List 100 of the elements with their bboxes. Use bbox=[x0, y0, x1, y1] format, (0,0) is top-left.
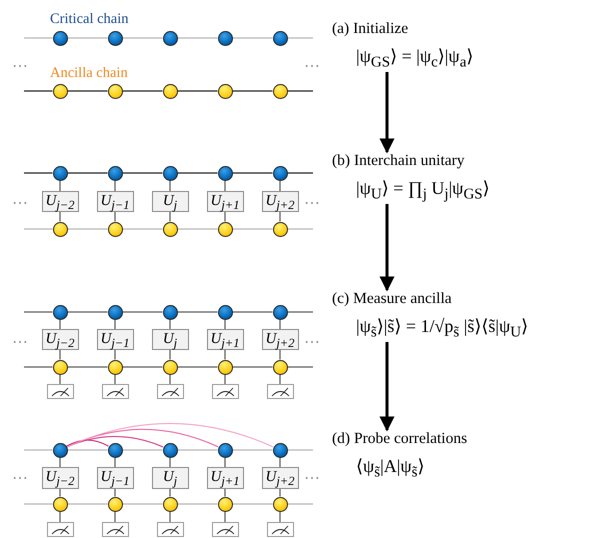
critical-site bbox=[218, 30, 232, 46]
ellipsis: ⋯ bbox=[12, 333, 28, 352]
arrow bbox=[380, 342, 394, 432]
chain-line bbox=[177, 228, 218, 230]
measurement-meter-icon bbox=[156, 384, 184, 399]
critical-site bbox=[52, 304, 68, 320]
unitary-gate: U$_{j+1}$ bbox=[206, 329, 244, 350]
critical-site bbox=[272, 166, 288, 180]
unitary-gate: U$_{j+1}$ bbox=[206, 467, 244, 489]
ancilla-site bbox=[218, 496, 232, 512]
chain-line bbox=[177, 172, 218, 174]
chain-line bbox=[122, 90, 163, 92]
ancilla-site bbox=[162, 84, 178, 98]
connector-line bbox=[114, 350, 116, 360]
measurement-meter-icon bbox=[46, 522, 74, 537]
unitary-gate: U$_{j}$ bbox=[152, 467, 188, 489]
connector-line bbox=[224, 319, 226, 330]
correlation-arc bbox=[66, 440, 110, 447]
ancilla-site bbox=[52, 496, 68, 512]
correlation-arc bbox=[66, 422, 274, 448]
ancilla-site bbox=[52, 222, 68, 236]
formula: |ψ$_{GS}$⟩ = |ψ$_{c}$⟩|ψ$_{a}$⟩ bbox=[356, 46, 474, 72]
ancilla-site bbox=[162, 222, 178, 236]
chain-line bbox=[177, 90, 218, 92]
measurement-meter-icon bbox=[102, 384, 128, 399]
unitary-gate: U$_{j−2}$ bbox=[42, 191, 78, 212]
formula: ⟨ψ$_{s̃}$|A|ψ$_{s̃}$⟩ bbox=[356, 456, 424, 482]
critical-site bbox=[272, 442, 288, 458]
ellipsis: ⋯ bbox=[12, 57, 28, 76]
unitary-gate: U$_{j}$ bbox=[152, 329, 188, 350]
measurement-meter-icon bbox=[46, 384, 74, 399]
critical-site bbox=[162, 30, 178, 46]
connector-line bbox=[114, 511, 116, 522]
critical-site bbox=[108, 166, 122, 180]
critical-site bbox=[272, 30, 288, 46]
connector-line bbox=[114, 457, 116, 468]
panel-heading: (a) Initialize bbox=[332, 20, 410, 38]
chain-line bbox=[67, 366, 108, 368]
connector-line bbox=[114, 374, 116, 384]
unitary-gate: U$_{j+2}$ bbox=[262, 329, 298, 350]
ellipsis: ⋯ bbox=[12, 469, 28, 488]
ancilla-site bbox=[272, 84, 288, 98]
ancilla-site bbox=[108, 360, 122, 374]
unitary-gate: U$_{j+1}$ bbox=[206, 191, 244, 212]
critical-site bbox=[162, 442, 178, 458]
connector-line bbox=[224, 488, 226, 497]
chain-line bbox=[232, 366, 273, 368]
arrow bbox=[380, 204, 394, 292]
ancilla-site bbox=[108, 84, 122, 98]
ancilla-site bbox=[52, 360, 68, 374]
chain-label: Ancilla chain bbox=[50, 65, 128, 82]
critical-site bbox=[162, 166, 178, 180]
panel-heading: (d) Probe correlations bbox=[332, 430, 468, 448]
measurement-meter-icon bbox=[212, 384, 238, 399]
critical-site bbox=[218, 304, 232, 320]
panel-heading: (c) Measure ancilla bbox=[332, 290, 453, 308]
connector-line bbox=[224, 457, 226, 468]
chain-line bbox=[122, 366, 163, 368]
unitary-gate: U$_{j−1}$ bbox=[96, 329, 134, 350]
ancilla-site bbox=[108, 496, 122, 512]
ancilla-site bbox=[272, 360, 288, 374]
chain-line bbox=[232, 228, 273, 230]
panel-heading: (b) Interchain unitary bbox=[332, 152, 466, 170]
unitary-gate: U$_{j−1}$ bbox=[96, 467, 134, 489]
measurement-meter-icon bbox=[102, 522, 128, 537]
ellipsis: ⋯ bbox=[12, 194, 28, 213]
critical-site bbox=[52, 442, 68, 458]
critical-site bbox=[218, 442, 232, 458]
critical-site bbox=[52, 30, 68, 46]
ellipsis: ⋯ bbox=[304, 194, 320, 213]
chain-line bbox=[122, 172, 163, 174]
connector-line bbox=[114, 488, 116, 497]
ancilla-site bbox=[218, 360, 232, 374]
measurement-meter-icon bbox=[266, 522, 294, 537]
chain-line bbox=[232, 90, 273, 92]
unitary-gate: U$_{j}$ bbox=[152, 191, 188, 212]
connector-line bbox=[224, 212, 226, 222]
critical-site bbox=[218, 166, 232, 180]
ancilla-site bbox=[162, 360, 178, 374]
ellipsis: ⋯ bbox=[304, 57, 320, 76]
ancilla-site bbox=[218, 222, 232, 236]
unitary-gate: U$_{j+2}$ bbox=[262, 467, 298, 489]
critical-site bbox=[272, 304, 288, 320]
chain-line bbox=[67, 172, 108, 174]
chain-line bbox=[122, 228, 163, 230]
chain-line bbox=[232, 172, 273, 174]
unitary-gate: U$_{j−2}$ bbox=[42, 467, 78, 489]
connector-line bbox=[114, 319, 116, 330]
correlation-arc bbox=[66, 436, 164, 448]
chain-line bbox=[67, 90, 108, 92]
critical-site bbox=[162, 304, 178, 320]
arrow bbox=[380, 72, 394, 154]
connector-line bbox=[224, 511, 226, 522]
measurement-meter-icon bbox=[212, 522, 238, 537]
connector-line bbox=[114, 180, 116, 192]
ancilla-site bbox=[162, 496, 178, 512]
connector-line bbox=[114, 212, 116, 222]
chain-line bbox=[67, 228, 108, 230]
ancilla-site bbox=[272, 496, 288, 512]
critical-site bbox=[108, 30, 122, 46]
